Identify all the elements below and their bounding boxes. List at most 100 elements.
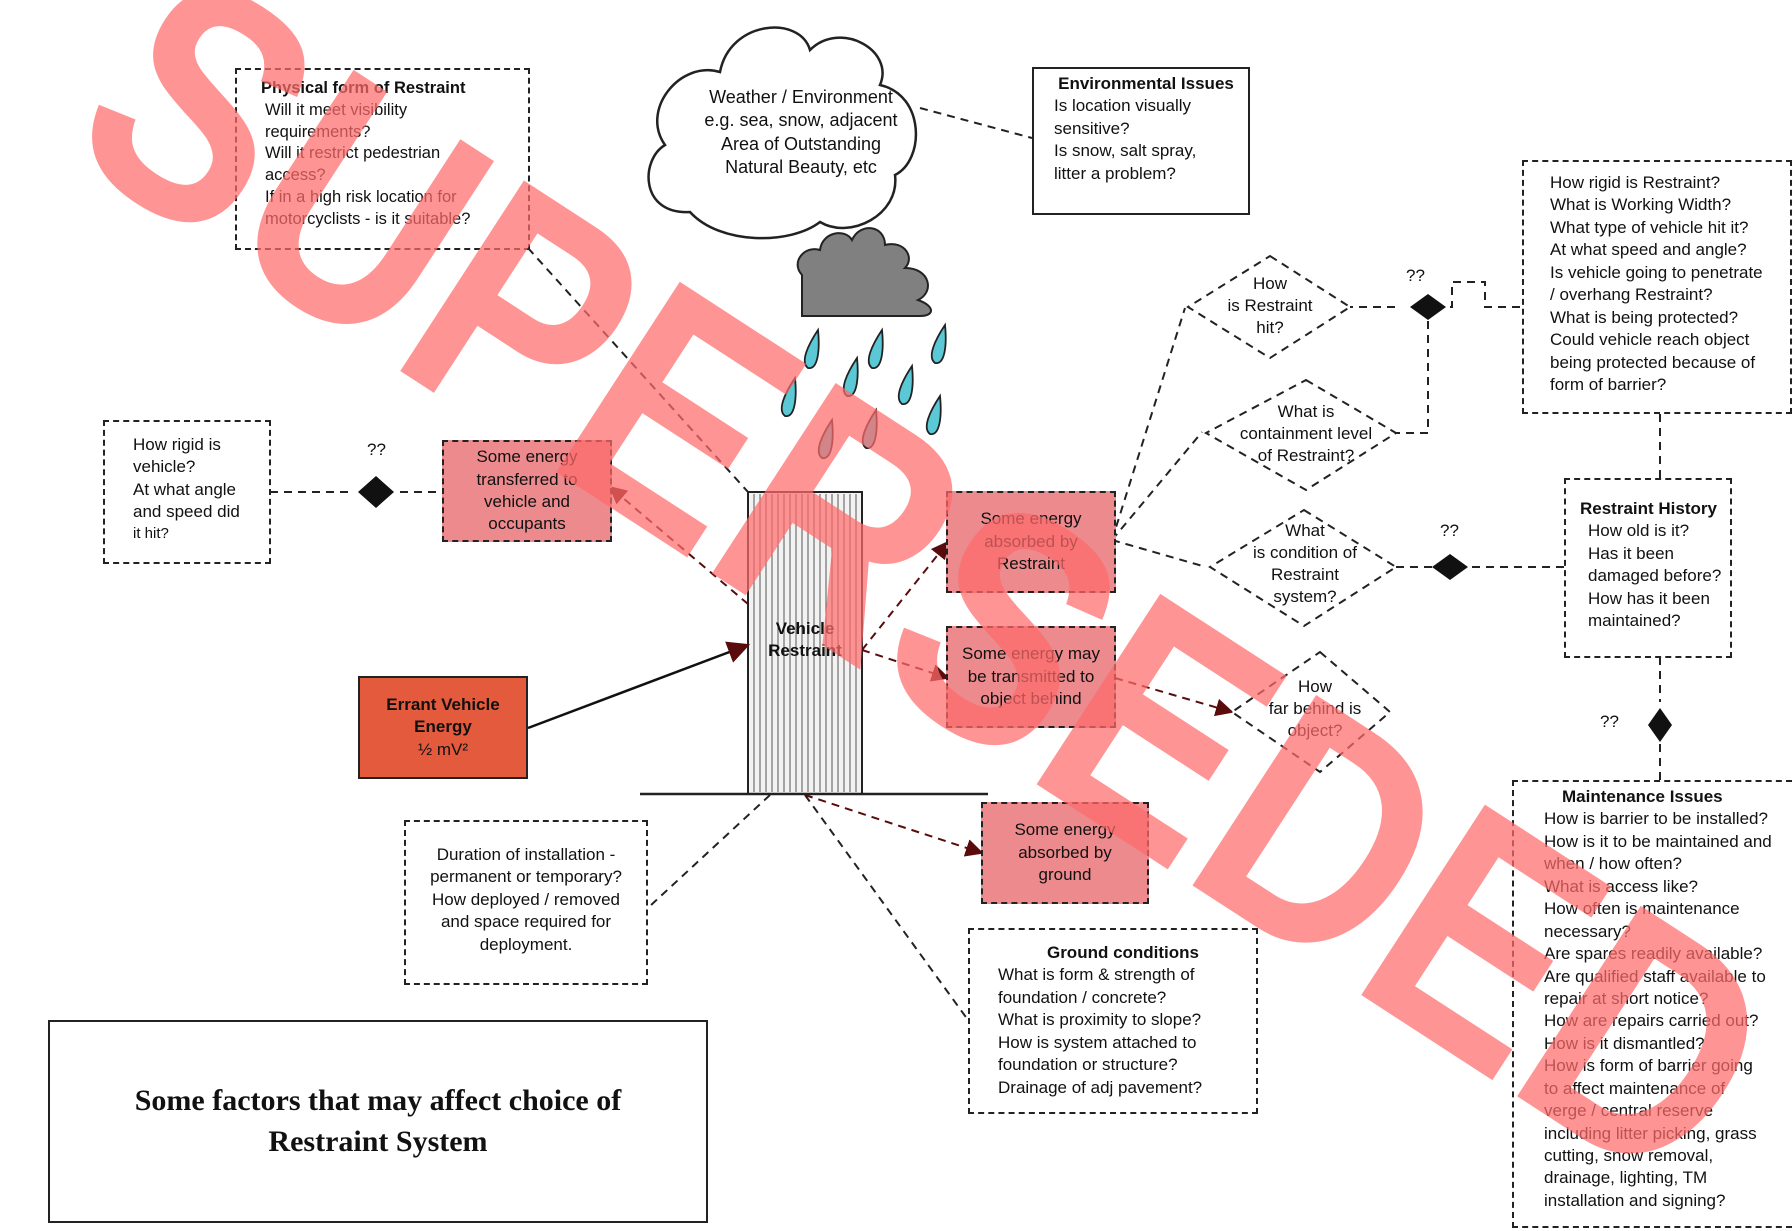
box-line: Will it restrict pedestrian	[265, 144, 441, 163]
diamond-line: is condition of	[1253, 543, 1357, 563]
absorbed-ground-box: Some energy absorbed by ground	[981, 802, 1149, 904]
box-line: installation and signing?	[1544, 1190, 1726, 1210]
box-line: Could vehicle reach object	[1550, 330, 1750, 350]
box-line: it hit?	[133, 524, 169, 542]
box-line: What is access like?	[1544, 876, 1698, 896]
box-line: How has it been	[1588, 588, 1710, 608]
box-line: when / how often?	[1544, 854, 1682, 874]
diamond-line: system?	[1273, 587, 1337, 607]
diamond-line: is Restraint	[1227, 296, 1313, 316]
box-line: repair at short notice?	[1544, 988, 1709, 1008]
decision-points	[358, 294, 1672, 742]
box-line: Duration of installation -	[436, 845, 616, 864]
box-line: damaged before?	[1588, 566, 1722, 586]
transmitted-object-box: Some energy may be transmitted to object…	[946, 626, 1116, 728]
box-line: sensitive?	[1054, 118, 1130, 138]
diamond-how-hit-text: How is Restraint hit?	[1200, 273, 1340, 339]
box-line: permanent or temporary?	[430, 867, 622, 887]
cloud-line: e.g. sea, snow, adjacent	[704, 110, 898, 131]
box-line: What type of vehicle hit it?	[1550, 217, 1749, 237]
box-line: Is location visually	[1054, 96, 1192, 116]
box-line: If in a high risk location for	[265, 187, 457, 206]
box-line: foundation / concrete?	[998, 987, 1167, 1007]
weather-cloud-text: Weather / Environment e.g. sea, snow, ad…	[683, 86, 919, 180]
box-line: How are repairs carried out?	[1544, 1011, 1759, 1031]
diamond-line: far behind is	[1268, 699, 1362, 719]
environmental-issues-box: Environmental Issues Is location visuall…	[1032, 67, 1250, 215]
diamond-line: What is	[1277, 402, 1335, 421]
vehicle-restraint-label: Vehicle Restraint	[748, 618, 862, 663]
qq-label: ??	[1406, 266, 1425, 285]
box-line: How deployed / removed	[431, 889, 621, 909]
maintenance-issues-title: Maintenance Issues	[1562, 787, 1723, 806]
box-line: ½ mV²	[417, 739, 469, 759]
box-line: be transmitted to	[967, 666, 1095, 686]
box-line: What is proximity to slope?	[998, 1010, 1202, 1030]
box-line: How rigid is	[133, 435, 221, 454]
cloud-line: Area of Outstanding	[720, 133, 882, 154]
qq-label: ??	[367, 440, 386, 459]
box-line: maintained?	[1588, 611, 1681, 631]
box-line: Is vehicle going to penetrate	[1550, 262, 1763, 282]
diamond-far	[1230, 650, 1392, 774]
diamond-how-hit	[1186, 254, 1352, 360]
box-line: litter a problem?	[1054, 163, 1176, 183]
box-line: Vehicle	[775, 619, 835, 638]
box-line: Drainage of adj pavement?	[998, 1077, 1203, 1097]
diamond-line: How	[1252, 274, 1287, 293]
weather-cloud-shape	[647, 26, 918, 240]
box-line: to affect maintenance of	[1544, 1078, 1726, 1098]
absorbed-restraint-box: Some energy absorbed by Restraint	[946, 491, 1116, 593]
diamond-line: of Restraint?	[1257, 446, 1355, 466]
box-line: At what angle	[133, 479, 237, 499]
box-line: Restraint	[768, 641, 842, 661]
errant-vehicle-box: Errant Vehicle Energy ½ mV²	[358, 676, 528, 779]
diamond-containment-text: What is containment level of Restraint?	[1216, 401, 1396, 467]
box-line: necessary?	[1544, 921, 1631, 941]
box-line: Some energy	[980, 509, 1082, 529]
box-line: deployment.	[479, 934, 573, 954]
restraint-history-box: Restraint History How old is it? Has it …	[1564, 478, 1732, 658]
diamond-line: Restraint	[1270, 565, 1340, 585]
caption-line: Some factors that may affect choice of	[134, 1084, 622, 1117]
diamond-condition	[1208, 508, 1398, 628]
box-line: How old is it?	[1588, 521, 1690, 541]
box-line: drainage, lighting, TM	[1544, 1168, 1708, 1188]
box-line: Are qualified staff available to	[1544, 966, 1766, 986]
box-line: Some energy	[1014, 820, 1116, 840]
box-line: Some energy may	[962, 644, 1100, 664]
diamond-far-text: How far behind is object?	[1240, 676, 1390, 742]
box-line: cutting, snow removal,	[1544, 1146, 1714, 1165]
diamond-condition-text: What is condition of Restraint system?	[1220, 520, 1390, 608]
energy-to-occupants-box: Some energy transferred to vehicle and o…	[442, 440, 612, 542]
box-line: verge / central reserve	[1544, 1101, 1714, 1121]
box-line: At what speed and angle?	[1550, 240, 1747, 260]
box-line: How is barrier to be installed?	[1544, 809, 1768, 829]
caption-line: Restraint System	[268, 1124, 488, 1158]
box-line: / overhang Restraint?	[1550, 285, 1713, 305]
environmental-issues-title: Environmental Issues	[1058, 74, 1234, 93]
box-line: absorbed by	[984, 531, 1078, 551]
box-line: occupants	[488, 514, 566, 534]
box-line: including litter picking, grass	[1544, 1123, 1757, 1143]
box-line: being protected because of	[1550, 352, 1756, 372]
box-line: What is form & strength of	[998, 965, 1195, 985]
box-line: How is form of barrier going	[1544, 1056, 1753, 1076]
box-line: transferred to	[476, 469, 578, 489]
box-line: How often is maintenance	[1544, 899, 1740, 919]
physical-form-box: Physical form of Restraint Will it meet …	[235, 68, 530, 250]
box-line: Some energy	[476, 447, 578, 467]
diamond-line: object?	[1287, 721, 1343, 741]
maintenance-issues-box: Maintenance Issues How is barrier to be …	[1512, 780, 1792, 1228]
diamond-line: How	[1297, 677, 1332, 696]
box-line: requirements?	[265, 122, 371, 141]
box-line: How is it to be maintained and	[1544, 831, 1772, 851]
restraint-history-title: Restraint History	[1580, 499, 1717, 518]
qq-label: ??	[1600, 712, 1619, 731]
box-line: Will it meet visibility	[265, 100, 408, 119]
box-line: object behind	[980, 689, 1082, 709]
box-line: Has it been	[1588, 543, 1674, 563]
diamond-line: containment level	[1239, 424, 1373, 444]
